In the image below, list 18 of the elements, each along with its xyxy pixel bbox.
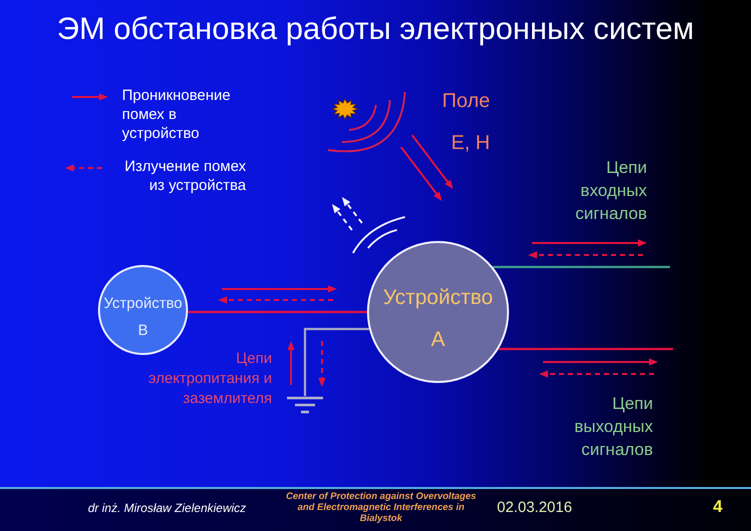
device-label: Устройство В	[103, 294, 183, 340]
field-label: Поле E, H	[441, 89, 490, 156]
cable-line	[188, 310, 367, 314]
circuit-label: Цепи входных сигналов	[574, 157, 647, 225]
legend-text: Излучение помех из устройства	[124, 157, 246, 195]
ground-symbol	[286, 396, 324, 414]
page-number: 4	[713, 497, 722, 517]
signal-line	[492, 266, 670, 268]
signal-line	[498, 348, 673, 350]
circuit-label: Цепи электропитания и заземлителя	[147, 349, 272, 409]
date-text: 02.03.2016	[497, 499, 572, 517]
ground-wire	[304, 328, 370, 396]
circuit-label: Цепи выходных сигналов	[573, 393, 653, 461]
legend-text: Проникновение помех в устройство	[122, 86, 232, 143]
slide-title: ЭМ обстановка работы электронных систем	[56, 11, 694, 47]
organization-name: Center of Protection against Overvoltages and Electromagnetic Interferences in Bialystok	[285, 491, 477, 524]
author-name: dr inż. Mirosław Zielenkiewicz	[88, 501, 246, 516]
device-label: Устройство А	[382, 285, 494, 353]
